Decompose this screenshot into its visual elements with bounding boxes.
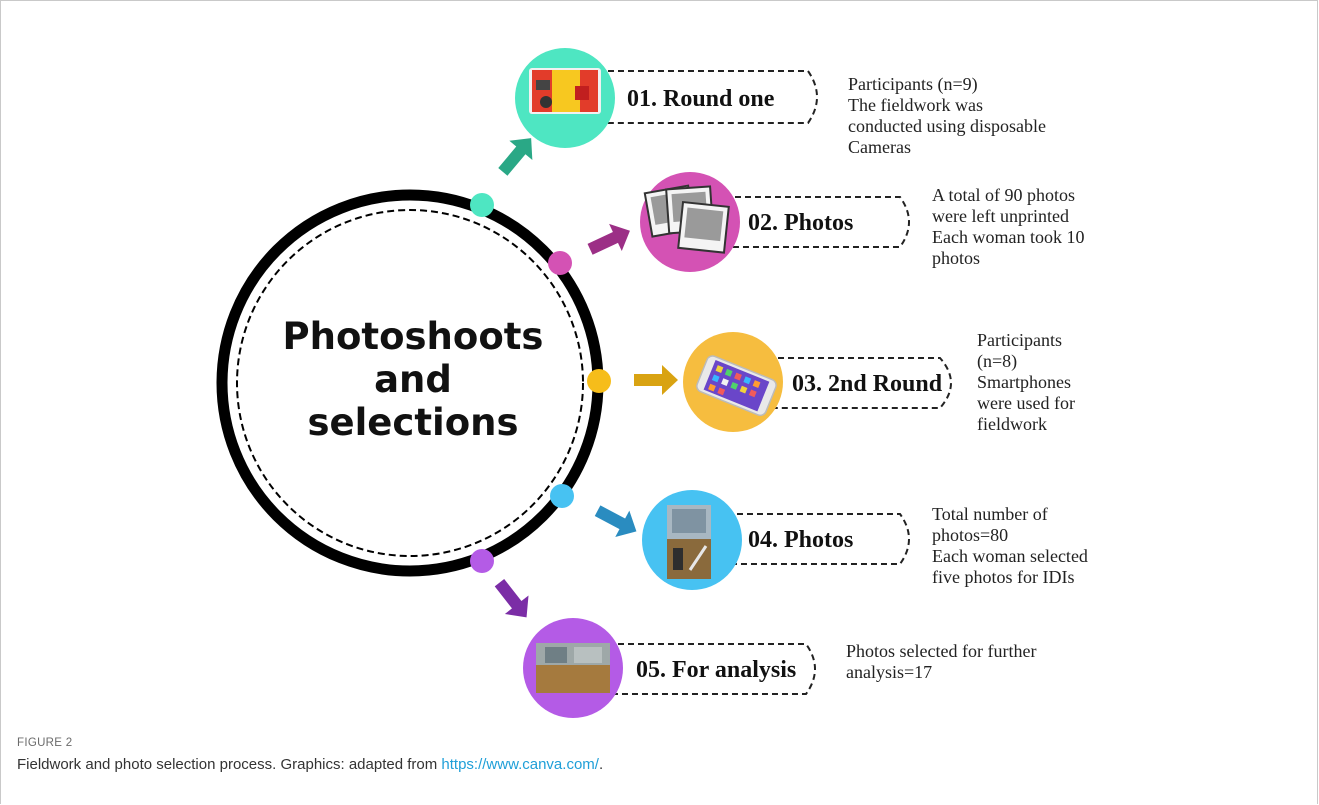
step-3-label: 03. 2nd Round [792, 371, 943, 397]
photo-print-icon [667, 505, 711, 579]
center-title-line-1: Photoshoots [283, 315, 544, 358]
step-5: 05. For analysis [470, 549, 816, 718]
analysis-photo-icon [536, 643, 610, 693]
step-2-description: A total of 90 photos were left unprinted… [932, 185, 1085, 268]
step-4-arrow [594, 505, 637, 538]
step-4-description: Total number of photos=80 Each woman sel… [932, 504, 1088, 587]
step-1-description: Participants (n=9) The fieldwork was con… [848, 74, 1046, 157]
step-2-label-frame [725, 196, 910, 248]
step-3-label-frame [768, 357, 952, 409]
step-3: 03. 2nd Round [587, 332, 952, 432]
step-2-label: 02. Photos [748, 210, 853, 236]
step-4-label: 04. Photos [748, 527, 853, 553]
step-1: 01. Round one [470, 48, 818, 217]
step-5-arrow [494, 578, 529, 618]
figure-caption: Fieldwork and photo selection process. G… [17, 756, 603, 773]
step-1-dot [470, 193, 494, 217]
step-5-dot [470, 549, 494, 573]
process-diagram: Photoshoots and selections 01. Round one [216, 48, 952, 718]
step-3-description: Participants (n=8) Smartphones were used… [977, 330, 1075, 434]
step-5-label-frame [608, 643, 816, 695]
caption-text: Fieldwork and photo selection process. G… [17, 756, 442, 773]
step-2-dot [548, 251, 572, 275]
step-1-arrow [498, 138, 533, 176]
caption-end: . [598, 756, 604, 773]
step-1-label: 01. Round one [627, 86, 775, 112]
step-4: 04. Photos [550, 484, 910, 590]
canva-link[interactable]: https://www.canva.com/ [441, 756, 599, 773]
step-5-label: 05. For analysis [636, 657, 796, 683]
smartphone-icon [696, 355, 777, 417]
step-5-description: Photos selected for further analysis=17 [846, 641, 1037, 682]
step-1-label-frame [598, 70, 818, 124]
figure-label: FIGURE 2 [17, 737, 73, 749]
center-title-line-2: and [374, 358, 452, 401]
inner-dashed-ring [236, 209, 584, 557]
center-title-line-3: selections [308, 401, 519, 444]
step-4-label-frame [727, 513, 910, 565]
step-3-arrow [634, 365, 678, 395]
step-3-dot [587, 369, 611, 393]
step-2-arrow [587, 223, 630, 255]
step-4-dot [550, 484, 574, 508]
step-2: 02. Photos [548, 172, 910, 275]
polaroid-photos-icon [643, 184, 730, 254]
disposable-camera-icon [529, 68, 601, 114]
